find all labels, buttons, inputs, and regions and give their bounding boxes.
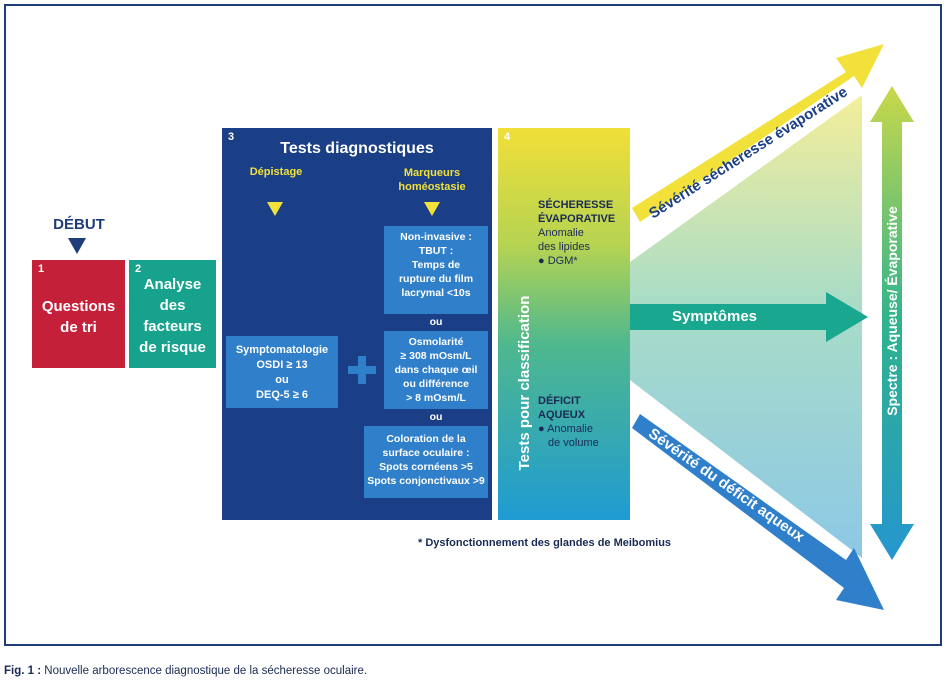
step1-questions-box: 1 Questions de tri xyxy=(32,260,125,368)
figure-frame xyxy=(4,4,942,646)
step1-number: 1 xyxy=(38,263,45,275)
symptoms-label: Symptômes xyxy=(672,308,758,325)
aqueous-arrow xyxy=(632,414,884,610)
stain-line1: Coloration de la xyxy=(386,433,466,445)
or-label-2: ou xyxy=(429,411,443,423)
step2-label: Analyse des facteurs de risque xyxy=(129,274,216,358)
symptoms-arrow xyxy=(630,292,868,342)
osmo-line3: dans chaque œil xyxy=(394,364,478,376)
aq-line1: DÉFICIT xyxy=(538,395,581,407)
step2-number: 2 xyxy=(135,263,142,275)
spectrum-arrow xyxy=(870,86,914,560)
symptom-line2: OSDI ≥ 13 xyxy=(256,359,308,371)
evap-line2: ÉVAPORATIVE xyxy=(538,213,616,225)
step3-diagnostic-tests-box: 3 Tests diagnostiques Dépistage Marqueur… xyxy=(222,128,492,520)
tbut-box: Non-invasive : TBUT : Temps de rupture d… xyxy=(384,226,488,314)
osmo-line4: ou différence xyxy=(403,378,469,390)
symptom-line4: DEQ-5 ≥ 6 xyxy=(256,389,308,401)
step2-label-line2: des xyxy=(159,297,186,314)
evaporative-block: SÉCHERESSE ÉVAPORATIVE Anomalie des lipi… xyxy=(538,198,615,268)
step1-label: Questions de tri xyxy=(32,296,125,338)
aq-line4: de volume xyxy=(548,437,599,449)
tbut-line2: TBUT : xyxy=(418,245,454,257)
osmo-line5: > 8 mOsm/L xyxy=(406,392,466,404)
markers-label-line2: homéostasie xyxy=(398,181,466,193)
symptom-line1: Symptomatologie xyxy=(235,344,329,356)
evap-line1: SÉCHERESSE xyxy=(538,199,614,211)
screening-label: Dépistage xyxy=(249,166,303,178)
step2-label-line1: Analyse xyxy=(143,276,202,293)
aq-line3: ● Anomalie xyxy=(538,423,593,435)
evaporative-arrow xyxy=(632,44,884,222)
aq-line2: AQUEUX xyxy=(538,409,586,421)
step2-risk-box: 2 Analyse des facteurs de risque xyxy=(129,260,216,368)
stain-line4: Spots conjonctivaux >9 xyxy=(367,475,485,487)
tbut-line1: Non-invasive : xyxy=(400,231,472,243)
figure-caption: Fig. 1 : Nouvelle arborescence diagnosti… xyxy=(4,665,367,677)
start-label: DÉBUT xyxy=(53,216,105,233)
tbut-line5: lacrymal <10s xyxy=(401,287,471,299)
step1-label-line2: de tri xyxy=(60,319,97,336)
plus-icon xyxy=(348,356,376,384)
symptom-box: Symptomatologie OSDI ≥ 13 ou DEQ-5 ≥ 6 xyxy=(226,336,338,408)
step2-label-line4: de risque xyxy=(139,339,206,356)
evap-line3: Anomalie xyxy=(538,227,584,239)
osmo-line1: Osmolarité xyxy=(408,336,464,348)
aqueous-block: DÉFICIT AQUEUX ● Anomalie de volume xyxy=(538,394,599,450)
classification-vertical-label: Tests pour classification xyxy=(516,295,533,471)
start-arrow-icon xyxy=(68,238,86,254)
markers-label-line1: Marqueurs xyxy=(403,167,461,179)
caption-prefix: Fig. 1 : xyxy=(4,665,42,677)
tbut-line4: rupture du film xyxy=(398,273,474,285)
caption-text: Nouvelle arborescence diagnostique de la… xyxy=(41,665,368,677)
step3-title: Tests diagnostiques xyxy=(280,140,434,157)
spectrum-label: Spectre : Aqueuse/ Évaporative xyxy=(884,206,900,416)
osmolarity-box: Osmolarité ≥ 308 mOsm/L dans chaque œil … xyxy=(384,331,488,409)
evap-line5: ● DGM* xyxy=(538,255,578,267)
stain-line3: Spots cornéens >5 xyxy=(379,461,473,473)
footnote: * Dysfonctionnement des glandes de Meibo… xyxy=(418,537,672,549)
step4-classification-box: 4 Tests pour classification SÉCHERESSE É… xyxy=(498,128,630,520)
step2-label-line3: facteurs xyxy=(143,318,202,335)
step1-label-line1: Questions xyxy=(41,298,116,315)
step4-number: 4 xyxy=(504,131,511,143)
symptom-line3: ou xyxy=(275,374,289,386)
tbut-line3: Temps de xyxy=(411,259,461,271)
stain-line2: surface oculaire : xyxy=(382,447,470,459)
markers-arrow-icon xyxy=(424,202,440,216)
markers-label: Marqueurs homéostasie xyxy=(382,166,482,194)
step3-number: 3 xyxy=(228,131,235,143)
osmo-line2: ≥ 308 mOsm/L xyxy=(400,350,472,362)
screening-arrow-icon xyxy=(267,202,283,216)
or-label-1: ou xyxy=(429,316,443,328)
staining-box: Coloration de la surface oculaire : Spot… xyxy=(364,426,488,498)
evap-line4: des lipides xyxy=(538,241,590,253)
